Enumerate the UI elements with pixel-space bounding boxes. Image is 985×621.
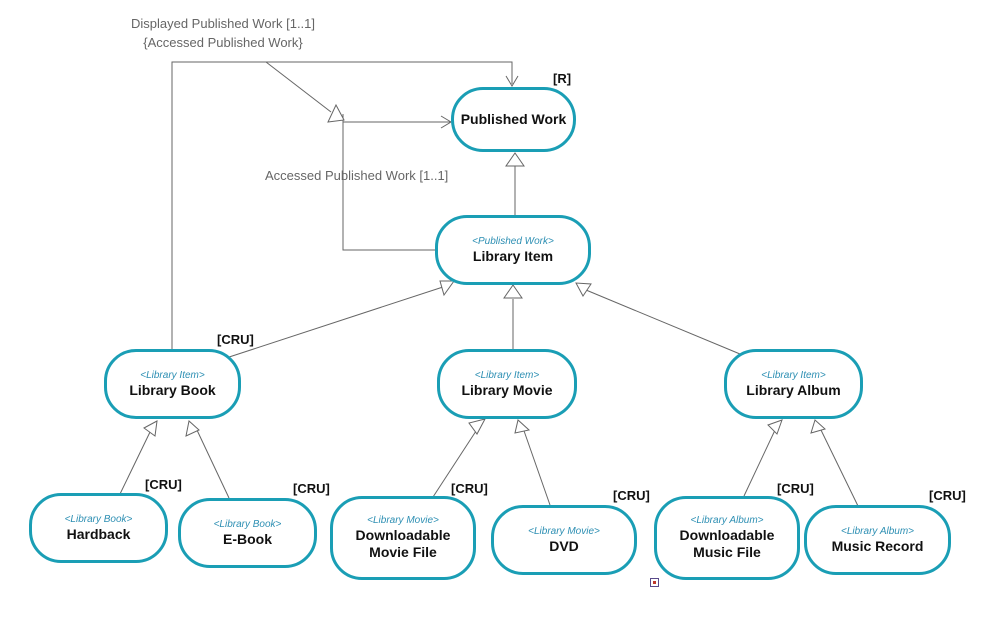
edge-dvd-libmovie	[522, 427, 551, 506]
node-name: Published Work	[460, 111, 567, 127]
node-name: Downloadable Music File	[679, 527, 775, 560]
node-library-book[interactable]: <Library Item> Library Book	[104, 349, 241, 419]
edge-libbook-libitem	[219, 285, 447, 361]
node-downloadable-movie-file[interactable]: <Library Movie> Downloadable Movie File	[330, 496, 476, 580]
node-stereotype: <Library Item>	[140, 369, 205, 381]
node-downloadable-music-file[interactable]: <Library Album> Downloadable Music File	[654, 496, 800, 580]
arrow-head-generalization	[575, 282, 592, 297]
edge-dlmovie-libmovie	[432, 427, 479, 498]
node-stereotype: <Library Album>	[841, 525, 914, 537]
node-name: Library Book	[129, 381, 216, 398]
node-name: DVD	[549, 537, 579, 554]
node-name: Hardback	[66, 525, 131, 542]
small-diagram-marker-icon[interactable]	[650, 578, 659, 587]
arrow-head-generalization	[143, 420, 158, 437]
arrow-head-generalization	[439, 280, 455, 297]
edge-hardback-libbook	[119, 429, 152, 495]
node-stereotype: <Library Movie>	[528, 525, 600, 537]
arrow-head-generalization	[503, 284, 523, 299]
node-tag: [CRU]	[145, 477, 182, 492]
node-stereotype: <Library Item>	[474, 369, 540, 381]
arrow-head-generalization	[505, 152, 525, 167]
relation-label-accessed: Accessed Published Work [1..1]	[265, 168, 449, 183]
edge-dlmusic-libalbum	[743, 427, 777, 497]
arrow-head-generalization	[468, 418, 486, 435]
node-tag: [CRU]	[613, 488, 650, 503]
node-library-movie[interactable]: <Library Item> Library Movie	[437, 349, 577, 419]
node-stereotype: <Published Work>	[472, 235, 554, 247]
edge-accessed-published-work	[342, 114, 437, 251]
arrow-head-constraint	[327, 103, 345, 123]
node-tag: [CRU]	[451, 481, 488, 496]
edge-displayed-published-work	[171, 61, 513, 350]
relation-constraint-label: {Accessed Published Work}	[143, 35, 303, 50]
node-published-work[interactable]: Published Work	[451, 87, 576, 152]
node-name: Downloadable Movie File	[355, 527, 451, 560]
node-library-album[interactable]: <Library Item> Library Album	[724, 349, 863, 419]
node-music-record[interactable]: <Library Album> Music Record	[804, 505, 951, 575]
node-name: Library Movie	[461, 381, 553, 398]
edge-musicrecord-libalbum	[819, 427, 859, 507]
node-hardback[interactable]: <Library Book> Hardback	[29, 493, 168, 563]
edge-constraint	[265, 61, 332, 113]
arrow-head-generalization	[810, 419, 827, 434]
node-stereotype: <Library Book>	[64, 513, 133, 525]
node-stereotype: <Library Movie>	[367, 515, 439, 526]
node-name: Library Album	[746, 381, 841, 398]
edge-libalbum-libitem	[585, 289, 741, 355]
node-tag: [R]	[553, 71, 572, 86]
arrow-head-generalization	[767, 419, 783, 435]
relation-label-displayed: Displayed Published Work [1..1]	[130, 16, 316, 31]
node-tag: [CRU]	[929, 488, 966, 503]
arrow-head-generalization	[514, 419, 531, 434]
node-stereotype: <Library Book>	[213, 518, 282, 530]
node-name: E-Book	[223, 530, 272, 547]
node-library-item[interactable]: <Published Work> Library Item	[435, 215, 591, 285]
node-dvd[interactable]: <Library Movie> DVD	[491, 505, 637, 575]
node-ebook[interactable]: <Library Book> E-Book	[178, 498, 317, 568]
node-tag: [CRU]	[293, 481, 330, 496]
node-tag: [CRU]	[217, 332, 254, 347]
node-name: Library Item	[472, 247, 554, 264]
node-tag: [CRU]	[777, 481, 814, 496]
node-name: Music Record	[831, 537, 924, 554]
edge-ebook-libbook	[195, 427, 230, 499]
arrow-head-navigation	[505, 75, 519, 87]
arrow-head-generalization	[185, 420, 200, 437]
node-stereotype: <Library Album>	[690, 515, 764, 526]
node-stereotype: <Library Item>	[761, 369, 826, 381]
